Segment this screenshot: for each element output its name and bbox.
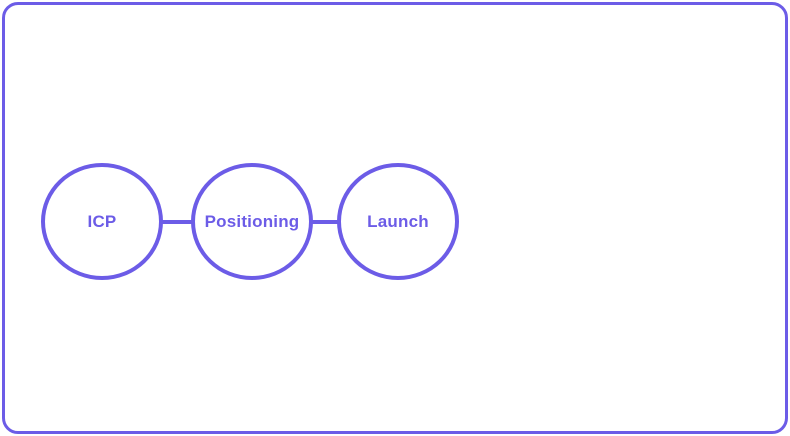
node-icp: ICP [41, 163, 163, 280]
node-label-launch: Launch [367, 211, 429, 231]
node-label-positioning: Positioning [204, 211, 300, 231]
connector-positioning-launch [310, 220, 340, 224]
connector-icp-positioning [160, 220, 194, 224]
node-positioning: Positioning [191, 163, 313, 280]
node-launch: Launch [337, 163, 459, 280]
node-label-icp: ICP [87, 211, 117, 231]
